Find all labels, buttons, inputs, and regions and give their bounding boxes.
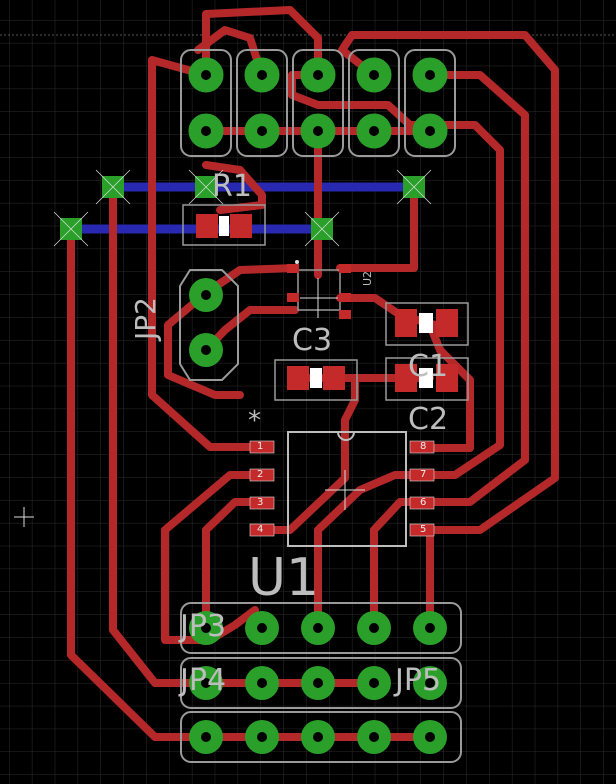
u1-pin-8-label: 8 <box>420 441 427 452</box>
bottom-header-connectors <box>180 602 462 763</box>
u1-pin-2-label: 2 <box>257 469 264 480</box>
c2-capacitor <box>385 357 469 401</box>
via-2 <box>188 169 224 205</box>
via-3 <box>396 169 432 205</box>
via-1 <box>95 169 131 205</box>
crosshair-icon <box>14 507 34 527</box>
trace-r <box>202 498 266 632</box>
u1-label: U1 <box>248 548 320 608</box>
c3-capacitor <box>274 359 358 401</box>
u1-pad-5 <box>409 523 435 537</box>
u1-pad-2 <box>249 468 275 482</box>
trace-q <box>161 471 266 644</box>
jp4-label: JP4 <box>180 663 227 698</box>
u1-pin-5-label: 5 <box>420 524 427 535</box>
u1-chip <box>249 431 435 547</box>
trace-n <box>336 294 439 329</box>
c1-label: C1 <box>408 349 449 384</box>
top-header-connector <box>180 49 456 157</box>
r1-resistor <box>182 204 266 246</box>
u1-pad-4 <box>249 523 275 537</box>
u1-pin-7-label: 7 <box>420 469 427 480</box>
c3-label: C3 <box>292 323 333 358</box>
via-4 <box>53 211 89 247</box>
u1-pin-4-label: 4 <box>257 524 264 535</box>
trace-x <box>67 225 434 741</box>
u1-pad-1 <box>249 440 275 454</box>
u1-pin-1-label: 1 <box>257 441 264 452</box>
trace-i <box>336 183 418 272</box>
trace-b <box>148 56 266 451</box>
vias <box>53 169 432 247</box>
u1-pin-6-label: 6 <box>420 497 427 508</box>
u1-pad-3 <box>249 496 275 510</box>
u2-label: U2 <box>361 270 374 286</box>
trace-c <box>194 26 266 79</box>
trace-e <box>338 31 559 534</box>
trace-p <box>258 374 359 534</box>
u1-pad-6 <box>409 496 435 510</box>
r1-label: R1 <box>212 169 252 204</box>
jp2-label: JP2 <box>129 297 162 340</box>
u1-pin-3-label: 3 <box>257 497 264 508</box>
u1-pad-8 <box>409 440 435 454</box>
jp2-connector <box>179 269 239 381</box>
jp5-label: JP5 <box>395 663 442 698</box>
c2-label: C2 <box>408 402 449 437</box>
trace-s <box>426 321 474 452</box>
pin1-marker: * <box>248 406 261 436</box>
trace-f <box>426 71 529 506</box>
u2-chip <box>287 260 351 319</box>
jp3-label: JP3 <box>180 609 227 644</box>
top-layer-traces <box>67 6 559 741</box>
trace-j <box>202 161 266 214</box>
c1-capacitor <box>385 302 469 346</box>
u1-pad-7 <box>409 468 435 482</box>
via-5 <box>304 211 340 247</box>
